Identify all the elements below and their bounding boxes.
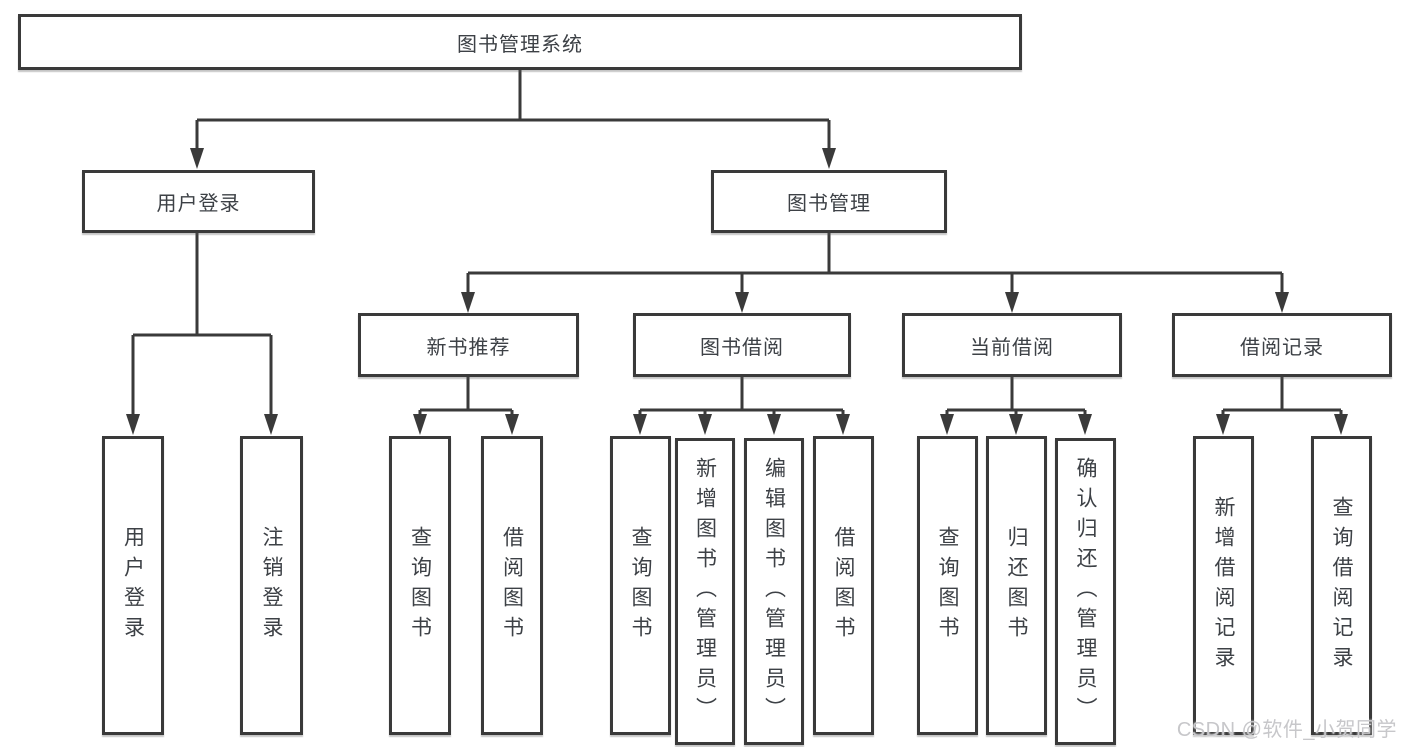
node-book-management: 图书管理	[711, 170, 947, 233]
node-leaf-query-borrow-record-label: 查询借阅记录	[1330, 495, 1353, 676]
node-leaf-query-books-3: 查询图书	[917, 436, 978, 735]
edges-book-borrowing	[638, 377, 845, 418]
node-leaf-add-borrow-record: 新增借阅记录	[1193, 436, 1254, 735]
node-leaf-return-books-label: 归还图书	[1005, 525, 1028, 646]
node-leaf-add-borrow-record-label: 新增借阅记录	[1212, 495, 1235, 676]
edges-book-management	[466, 233, 1284, 296]
node-leaf-query-books-2-label: 查询图书	[629, 525, 652, 646]
node-leaf-confirm-return-admin: 确认归还（管理员）	[1055, 438, 1116, 745]
edges-user-login	[131, 233, 273, 418]
node-leaf-add-books-admin: 新增图书（管理员）	[675, 438, 735, 745]
node-leaf-user-login: 用户登录	[102, 436, 164, 735]
node-leaf-logout: 注销登录	[240, 436, 303, 735]
edges-borrowing-records	[1221, 377, 1343, 418]
node-new-book-recommend: 新书推荐	[358, 313, 579, 377]
node-root-label: 图书管理系统	[457, 33, 583, 56]
node-user-login: 用户登录	[82, 170, 315, 233]
node-leaf-borrow-books-1: 借阅图书	[481, 436, 543, 735]
node-book-borrowing: 图书借阅	[633, 313, 851, 377]
edges-root	[195, 70, 831, 152]
node-leaf-edit-books-admin: 编辑图书（管理员）	[744, 438, 804, 745]
csdn-watermark: CSDN @软件_小贺同学	[1176, 719, 1397, 741]
node-leaf-add-books-admin-label: 新增图书（管理员）	[693, 456, 717, 727]
node-new-book-recommend-label: 新书推荐	[426, 336, 511, 359]
node-book-management-label: 图书管理	[787, 193, 871, 215]
node-leaf-borrow-books-2-label: 借阅图书	[832, 525, 855, 646]
node-root: 图书管理系统	[18, 14, 1022, 70]
node-borrowing-records-label: 借阅记录	[1240, 336, 1324, 359]
edges-new-book-recommend	[418, 377, 514, 418]
node-user-login-label: 用户登录	[156, 193, 241, 215]
node-leaf-query-borrow-record: 查询借阅记录	[1311, 436, 1372, 735]
node-leaf-query-books-1-label: 查询图书	[408, 525, 432, 646]
node-leaf-return-books: 归还图书	[986, 436, 1047, 735]
node-leaf-borrow-books-1-label: 借阅图书	[500, 525, 524, 646]
node-leaf-query-books-2: 查询图书	[610, 436, 671, 735]
node-leaf-confirm-return-admin-label: 确认归还（管理员）	[1074, 456, 1097, 727]
node-leaf-logout-label: 注销登录	[260, 525, 283, 646]
node-leaf-query-books-3-label: 查询图书	[936, 525, 959, 646]
node-leaf-borrow-books-2: 借阅图书	[813, 436, 874, 735]
node-leaf-query-books-1: 查询图书	[389, 436, 451, 735]
node-borrowing-records: 借阅记录	[1172, 313, 1392, 377]
node-leaf-edit-books-admin-label: 编辑图书（管理员）	[762, 456, 786, 727]
node-current-borrowing: 当前借阅	[902, 313, 1122, 377]
node-current-borrowing-label: 当前借阅	[970, 336, 1054, 359]
node-book-borrowing-label: 图书借阅	[700, 336, 784, 359]
node-leaf-user-login-label: 用户登录	[121, 525, 145, 646]
edges-current-borrowing	[945, 377, 1087, 418]
